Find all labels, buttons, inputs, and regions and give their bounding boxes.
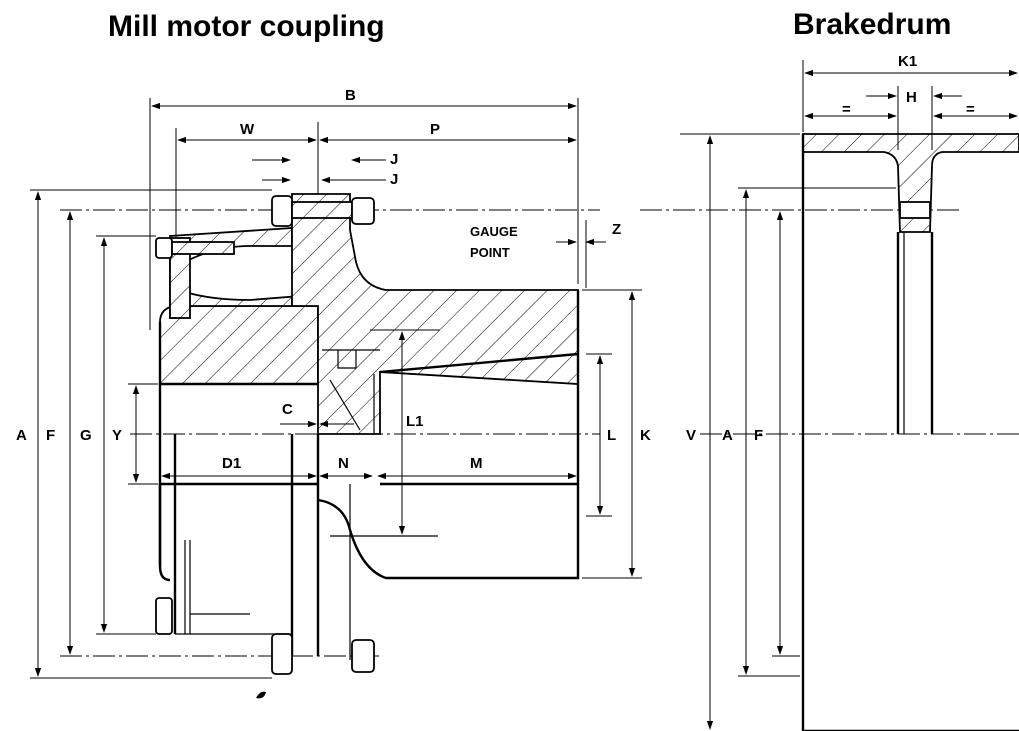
coupling-drawing: B W P J J GAUGE POINT Z C L1 D1 N	[16, 87, 651, 699]
brakedrum-title: Brakedrum	[793, 8, 951, 41]
flange-bolt-head-top	[271, 195, 293, 227]
label-K1: K1	[898, 53, 917, 70]
label-G: G	[80, 427, 92, 444]
left-bolt-head-bottom	[155, 597, 173, 635]
label-F: F	[46, 427, 55, 444]
label-J2: J	[390, 171, 398, 188]
end-cover-plate	[169, 237, 191, 319]
label-N: N	[338, 455, 349, 472]
hub-taper-line	[379, 352, 579, 374]
label-W: W	[240, 121, 255, 138]
label-Y: Y	[112, 427, 122, 444]
label-A: A	[16, 427, 27, 444]
label-V: V	[686, 427, 696, 444]
label-L1: L1	[406, 413, 424, 430]
gauge-point-line2: POINT	[470, 245, 510, 260]
flange-bolt-shank-top	[291, 201, 353, 219]
label-D1: D1	[222, 455, 241, 472]
label-K: K	[640, 427, 651, 444]
flange-bolt-nut-top	[351, 197, 375, 225]
ink-mark	[256, 691, 266, 699]
gauge-point-line1: GAUGE	[470, 224, 518, 239]
label-eq1: =	[842, 101, 851, 118]
keyway	[322, 349, 380, 434]
brakedrum-drawing: K1 = H = V A F	[640, 53, 1019, 731]
left-hub-outline-lower	[158, 484, 171, 582]
label-Z: Z	[612, 221, 621, 238]
label-A-drum: A	[722, 427, 733, 444]
label-eq2: =	[966, 101, 975, 118]
label-L: L	[607, 427, 616, 444]
label-M: M	[470, 455, 483, 472]
label-J1: J	[390, 151, 398, 168]
drum-web-slot	[899, 201, 931, 219]
left-bolt-head-top	[155, 237, 173, 259]
right-hub-outline-lower	[317, 290, 580, 580]
flange-bolt-head-bottom	[271, 633, 293, 675]
label-H: H	[906, 89, 917, 106]
label-C: C	[282, 401, 293, 418]
coupling-title: Mill motor coupling	[108, 10, 385, 43]
label-F-drum: F	[754, 427, 763, 444]
flange-section	[291, 193, 579, 435]
label-B: B	[345, 87, 356, 104]
left-bolt-shank-top	[171, 241, 235, 255]
flange-bolt-nut-bottom	[351, 639, 375, 673]
label-P: P	[430, 121, 440, 138]
